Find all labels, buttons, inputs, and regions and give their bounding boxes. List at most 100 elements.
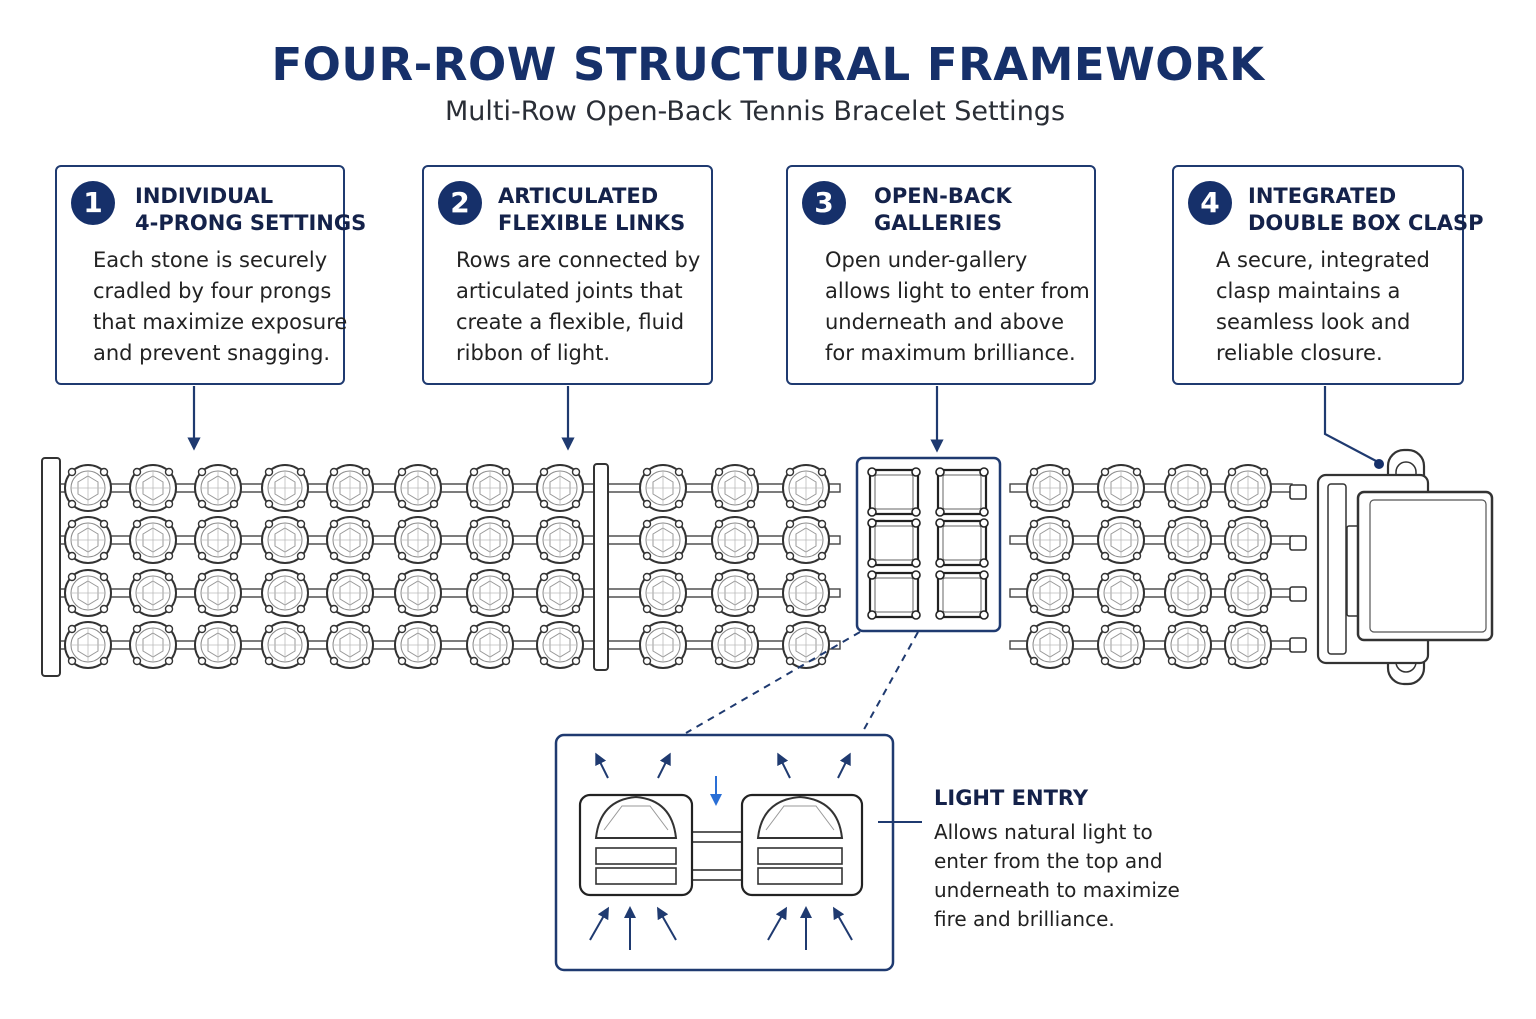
diamond-stone (1224, 516, 1272, 564)
detail-setting-left (578, 793, 761, 897)
callout-body: Each stone is securely cradled by four p… (93, 245, 347, 369)
callout-flexible-links: 2 ARTICULATED FLEXIBLE LINKS Rows are co… (422, 165, 713, 385)
callout-number-badge: 3 (802, 181, 846, 225)
diamond-stone (782, 569, 830, 617)
callout-heading-line: DOUBLE BOX CLASP (1248, 211, 1484, 235)
callout-heading: ARTICULATED FLEXIBLE LINKS (498, 183, 685, 237)
light-entry-title: LIGHT ENTRY (934, 786, 1089, 810)
open-gallery-setting (934, 569, 990, 621)
callout-heading-line: FLEXIBLE LINKS (498, 211, 686, 235)
diamond-stone (1026, 516, 1074, 564)
diamond-stone (782, 464, 830, 512)
diamond-stone (536, 621, 584, 669)
light-entry-line: Allows natural light to (934, 820, 1153, 844)
diamond-stone (394, 569, 442, 617)
end-cap-left (41, 457, 61, 677)
open-gallery-setting (934, 466, 990, 518)
diamond-stone (1164, 464, 1212, 512)
articulated-link-bar (593, 463, 609, 671)
callout-4-leader (1323, 386, 1379, 463)
diamond-stone (639, 621, 687, 669)
diamond-stone (1097, 569, 1145, 617)
diamond-stone (194, 621, 242, 669)
open-gallery-setting (866, 466, 922, 518)
diamond-stone (1224, 621, 1272, 669)
diamond-stone (639, 464, 687, 512)
callout-heading-line: ARTICULATED (498, 184, 659, 208)
open-gallery-setting (866, 517, 922, 569)
diamond-stone (129, 569, 177, 617)
callout-body: Rows are connected by articulated joints… (456, 245, 700, 369)
diamond-stone (1164, 621, 1212, 669)
callout-body: A secure, integrated clasp maintains a s… (1216, 245, 1430, 369)
diamond-stone (129, 516, 177, 564)
callout-body-line: for maximum brilliance. (825, 341, 1076, 365)
diamond-stone (639, 569, 687, 617)
light-entry-line: enter from the top and (934, 849, 1163, 873)
diamond-stone (64, 464, 112, 512)
diamond-stone (261, 621, 309, 669)
callout-number-badge: 2 (438, 181, 482, 225)
diamond-stone (466, 516, 514, 564)
open-gallery-setting (866, 569, 922, 621)
diamond-stone (536, 569, 584, 617)
detail-setting-right (740, 793, 864, 897)
light-arrows-top (595, 752, 851, 779)
callout-body-line: Each stone is securely (93, 248, 328, 272)
diamond-stone (64, 516, 112, 564)
callout-box-clasp: 4 INTEGRATED DOUBLE BOX CLASP A secure, … (1172, 165, 1484, 385)
diamond-stone (466, 464, 514, 512)
callout-body-line: reliable closure. (1216, 341, 1383, 365)
callout-heading: INTEGRATED DOUBLE BOX CLASP (1248, 183, 1484, 237)
diamond-stone (711, 569, 759, 617)
callout-heading: INDIVIDUAL 4-PRONG SETTINGS (135, 183, 366, 237)
diamond-stone (64, 621, 112, 669)
callout-heading-line: 4-PRONG SETTINGS (135, 211, 367, 235)
callout-body-line: cradled by four prongs (93, 279, 332, 303)
callout-body-line: Open under-gallery (825, 248, 1028, 272)
diamond-stone (1164, 569, 1212, 617)
callout-body-line: clasp maintains a (1216, 279, 1401, 303)
light-entry-line: underneath to maximize (934, 878, 1180, 902)
callout-body-line: create a flexible, fluid (456, 310, 685, 334)
page-title: FOUR-ROW STRUCTURAL FRAMEWORK (271, 38, 1265, 91)
callout-heading-line: GALLERIES (874, 211, 1003, 235)
diamond-stone (261, 569, 309, 617)
diamond-stone (711, 516, 759, 564)
diamond-stone (194, 516, 242, 564)
page-subtitle: Multi-Row Open-Back Tennis Bracelet Sett… (444, 96, 1066, 127)
light-entry-body: Allows natural light to enter from the t… (934, 818, 1180, 934)
light-arrows-bottom (589, 906, 853, 950)
diamond-stone (536, 464, 584, 512)
open-gallery-setting (934, 517, 990, 569)
callout-heading-line: OPEN-BACK (874, 184, 1012, 208)
callout-body: Open under-gallery allows light to enter… (825, 245, 1090, 369)
diamond-stone (1026, 621, 1074, 669)
link-rails (59, 483, 1293, 650)
diamond-stone (1097, 621, 1145, 669)
callout-body-line: allows light to enter from (825, 279, 1090, 303)
diamond-stone (639, 516, 687, 564)
callout-body-line: A secure, integrated (1216, 248, 1430, 272)
callout-open-back-galleries: 3 OPEN-BACK GALLERIES Open under-gallery… (786, 165, 1096, 385)
diamond-stone (536, 516, 584, 564)
callout-body-line: seamless look and (1216, 310, 1411, 334)
diamond-stone (1224, 464, 1272, 512)
callout-body-line: and prevent snagging. (93, 341, 331, 365)
callout-number-badge: 4 (1188, 181, 1232, 225)
diamond-stone (711, 464, 759, 512)
diamond-stone (194, 464, 242, 512)
diamond-stone (394, 516, 442, 564)
callout-4-dot (1374, 459, 1384, 469)
diamond-stone (326, 621, 374, 669)
callout-body-line: ribbon of light. (456, 341, 611, 365)
diamond-stone (326, 464, 374, 512)
diamond-stone (1026, 464, 1074, 512)
diamond-stone (782, 516, 830, 564)
diamond-stone (394, 464, 442, 512)
stone-grid (64, 464, 1272, 669)
callout-body-line: Rows are connected by (456, 248, 701, 272)
callout-prong-settings: 1 INDIVIDUAL 4-PRONG SETTINGS Each stone… (55, 165, 366, 385)
callout-heading-line: INDIVIDUAL (135, 184, 274, 208)
diamond-stone (394, 621, 442, 669)
